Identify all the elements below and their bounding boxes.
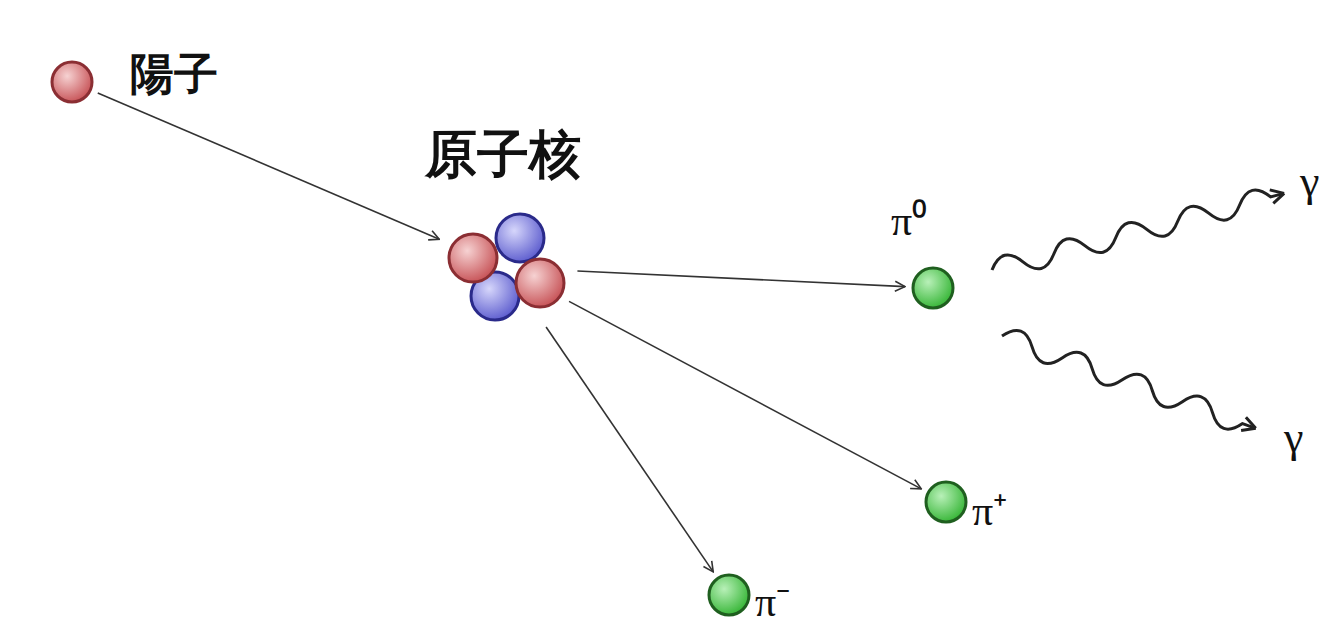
particle-label: π⁺ <box>972 488 1007 534</box>
particle-label: π⁰ <box>891 198 927 244</box>
reaction-arrow <box>98 93 440 239</box>
pion-shape <box>911 266 955 310</box>
particle-label: 陽子 <box>130 50 218 98</box>
reaction-arrow <box>546 327 713 572</box>
gamma-wave <box>989 183 1287 281</box>
pion-particle: π⁰ <box>911 266 955 310</box>
proton-particle: 陽子 <box>50 60 94 104</box>
gamma-label: γ <box>1300 158 1319 206</box>
proton-shape <box>50 60 94 104</box>
pion-particle: π⁺ <box>924 480 968 524</box>
pion-circle <box>926 482 966 522</box>
gamma-wave <box>998 326 1259 439</box>
pion-shape <box>707 573 751 617</box>
particle-label: 原子核 <box>425 126 581 183</box>
pion-circle <box>709 575 749 615</box>
particle-label: π⁻ <box>755 579 790 625</box>
nucleus-cluster: 原子核 <box>443 210 568 325</box>
nucleus-shape <box>443 210 568 325</box>
pion-particle: π⁻ <box>707 573 751 617</box>
reaction-arrow <box>577 271 905 287</box>
pion-circle <box>913 268 953 308</box>
reaction-arrow <box>569 301 921 489</box>
proton-circle <box>52 62 92 102</box>
nucleon <box>516 259 564 307</box>
gamma-label: γ <box>1284 414 1303 462</box>
pion-shape <box>924 480 968 524</box>
nucleon <box>496 214 544 262</box>
nucleon <box>449 234 497 282</box>
